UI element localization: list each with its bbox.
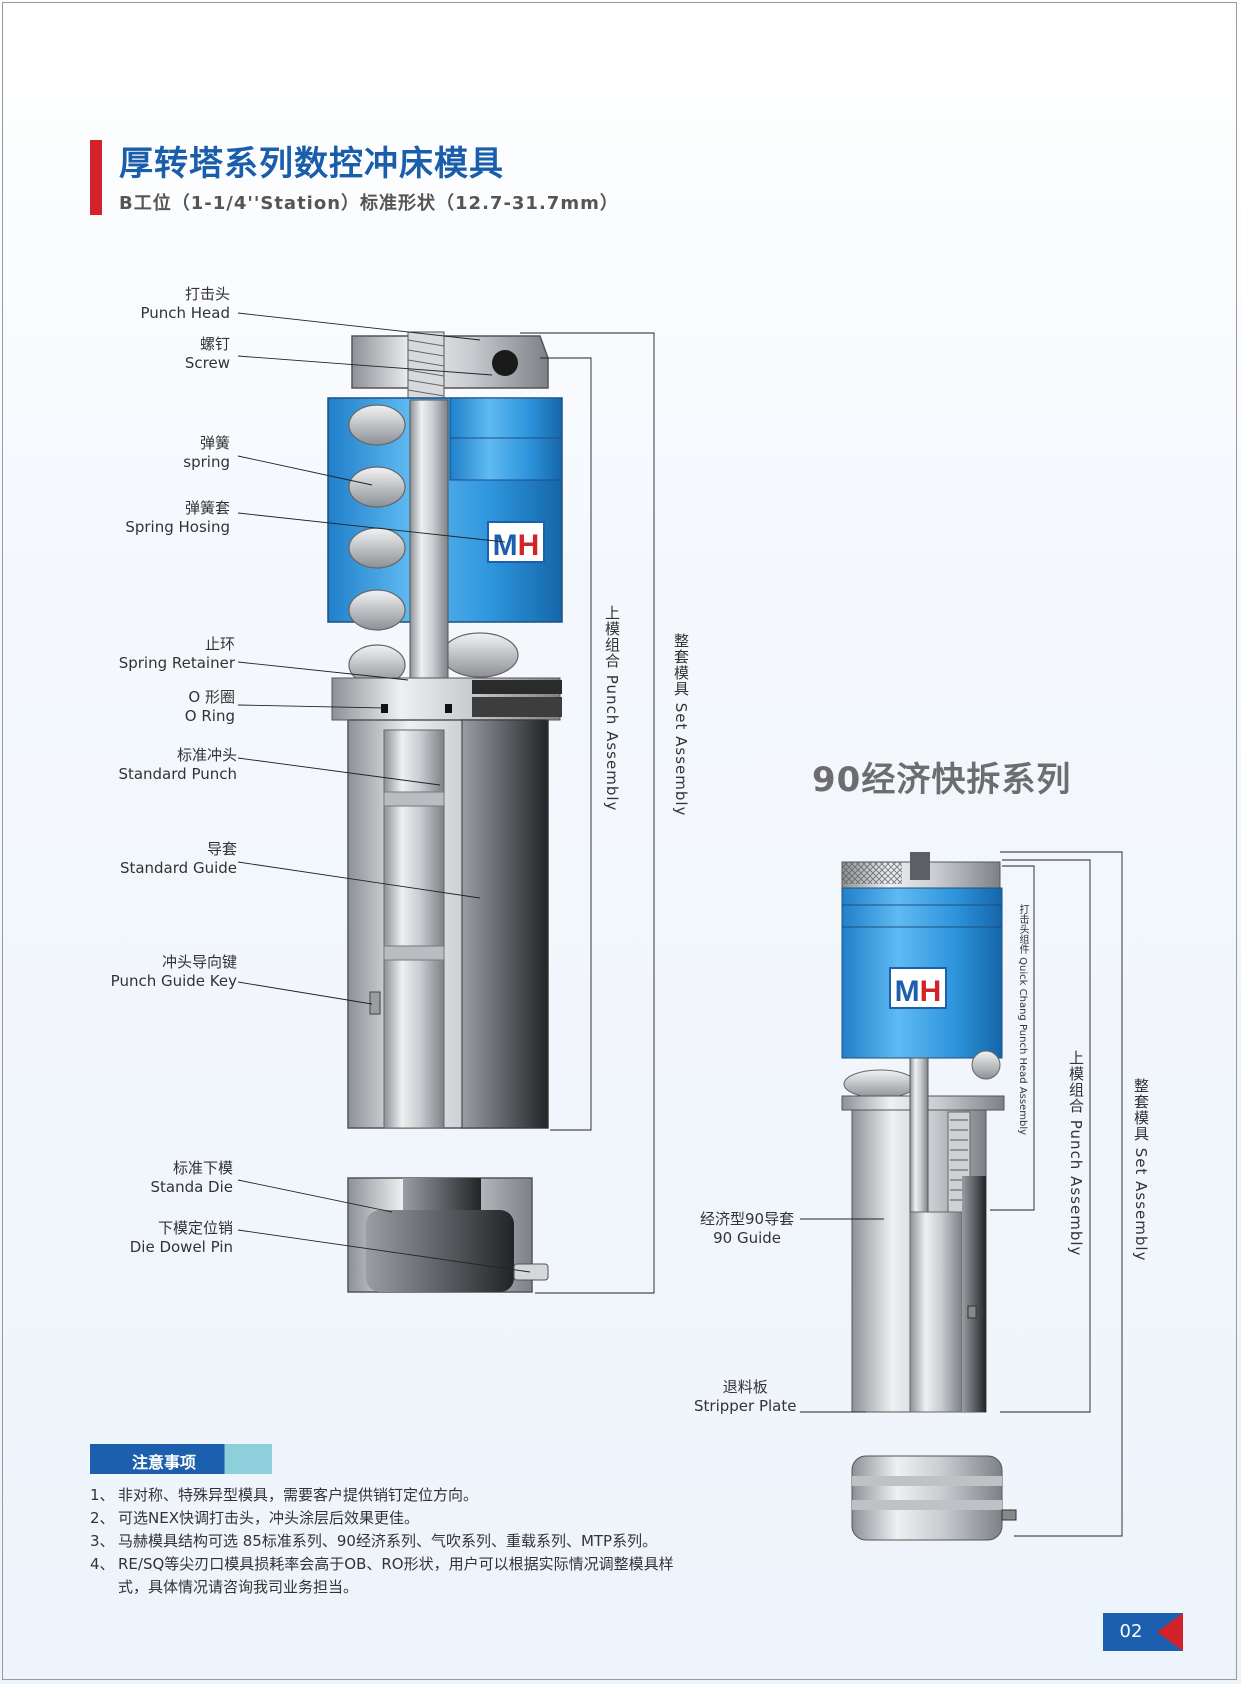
- page-badge-accent: [1157, 1613, 1183, 1651]
- notes-heading: 注意事项: [131, 1453, 196, 1472]
- page-number-badge: 02: [1103, 1613, 1183, 1651]
- page-subtitle: B工位（1-1/4''Station）标准形状（12.7-31.7mm）: [119, 193, 619, 214]
- title-accent-bar: [90, 140, 102, 215]
- note-item: 1、非对称、特殊异型模具，需要客户提供销钉定位方向。: [90, 1486, 479, 1504]
- bracket-set-assembly: 整套模具 Set Assembly: [672, 633, 690, 817]
- note-item: 4、RE/SQ等尖刃口模具损耗率会高于OB、RO形状，用户可以根据实际情况调整模…: [90, 1555, 674, 1596]
- bracket-punch-assembly: 上模组合 Punch Assembly: [603, 605, 621, 812]
- notes-list: 1、非对称、特殊异型模具，需要客户提供销钉定位方向。 2、可选NEX快调打击头，…: [90, 1484, 690, 1599]
- main-die-drawing: [327, 331, 563, 1293]
- svg-text:MH: MH: [895, 975, 942, 1008]
- bracket-economy-punch-assembly: 上模组合 Punch Assembly: [1067, 1050, 1085, 1257]
- page-number: 02: [1119, 1621, 1143, 1642]
- economy-series-title: 90经济快拆系列: [812, 760, 1072, 800]
- note-item: 2、可选NEX快调打击头，冲头涂层后效果更佳。: [90, 1509, 419, 1527]
- main-leader-lines: [237, 312, 655, 1294]
- economy-leader-lines: [800, 851, 1123, 1537]
- note-item: 3、马赫模具结构可选 85标准系列、90经济系列、气吹系列、重载系列、MTP系列…: [90, 1532, 658, 1550]
- page-title: 厚转塔系列数控冲床模具: [119, 144, 504, 184]
- mh-logo-main: MH: [487, 521, 545, 563]
- svg-text:MH: MH: [493, 529, 540, 562]
- bracket-economy-set-assembly: 整套模具 Set Assembly: [1132, 1078, 1150, 1262]
- bracket-quick-change-head: 打击头组件 Quick Chang Punch Head Assembly: [1017, 904, 1028, 1136]
- notes-heading-bar: 注意事项: [90, 1444, 272, 1474]
- economy-die-drawing: [841, 852, 1017, 1541]
- mh-logo-economy: MH: [889, 967, 947, 1009]
